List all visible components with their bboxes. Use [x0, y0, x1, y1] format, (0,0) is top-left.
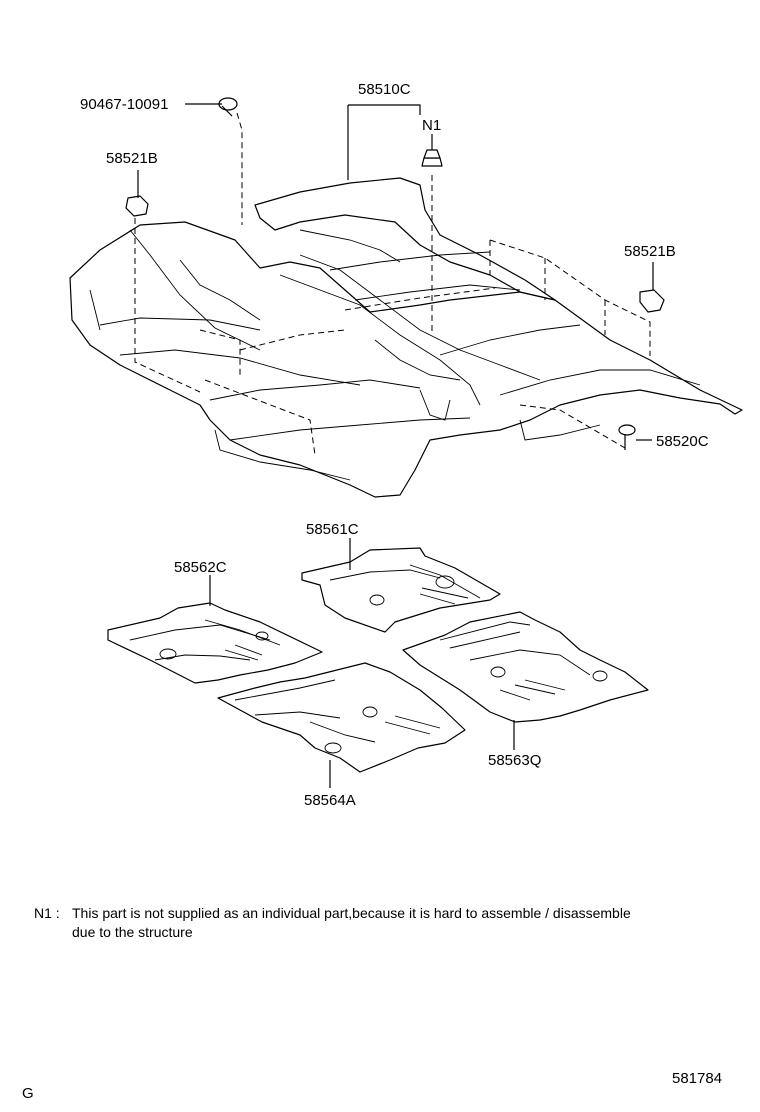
- clip-90467-icon: [218, 97, 238, 117]
- callout-n1: N1: [422, 117, 441, 134]
- assembly-guide-lines: [134, 112, 660, 456]
- footnote-marker: N1 :: [34, 905, 60, 921]
- callout-58521b-right: 58521B: [624, 243, 676, 260]
- callout-58520c: 58520C: [656, 433, 709, 450]
- callout-58563q: 58563Q: [488, 752, 541, 769]
- mat-58563-front-right: [402, 611, 649, 723]
- footnote-line-2: due to the structure: [72, 924, 193, 940]
- clip-58521-left-icon: [125, 195, 149, 217]
- callout-58561c: 58561C: [306, 521, 359, 538]
- callout-90467-10091: 90467-10091: [80, 96, 168, 113]
- leader-lines: [137, 103, 654, 788]
- screw-58520-icon: [618, 424, 636, 450]
- callout-58510c: 58510C: [358, 81, 411, 98]
- corner-code: G: [22, 1085, 34, 1102]
- figure-number: 581784: [672, 1070, 723, 1087]
- footnote-line-1: This part is not supplied as an individu…: [72, 905, 631, 921]
- part-callouts: 90467-10091 58510C N1 58521B 58521B 5852…: [80, 81, 709, 809]
- grommet-n1-icon: [421, 149, 443, 167]
- callout-58562c: 58562C: [174, 559, 227, 576]
- fastener-parts: [125, 97, 665, 450]
- mat-58562-front-left: [107, 602, 323, 684]
- callout-58521b-left: 58521B: [106, 150, 158, 167]
- mat-58564-rear-right: [217, 662, 466, 773]
- clip-58521-right-icon: [639, 289, 665, 313]
- callout-58564a: 58564A: [304, 792, 356, 809]
- floor-carpet-assembly: [69, 177, 743, 498]
- mat-58561-rear-left: [301, 547, 501, 633]
